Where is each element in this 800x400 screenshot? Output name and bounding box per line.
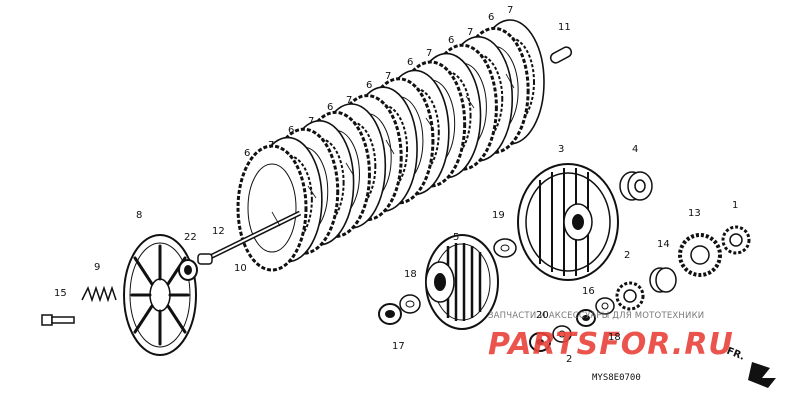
washer-18-right (595, 297, 615, 315)
callout-18: 18 (608, 332, 621, 343)
leader-line (505, 73, 515, 89)
callout-6: 6 (327, 102, 333, 113)
leader-lines (271, 73, 515, 227)
callout-7: 7 (268, 140, 274, 151)
fr-arrow-icon (748, 362, 776, 388)
clutch-outer-housing (517, 163, 619, 281)
leader-line (425, 117, 435, 131)
callout-22: 22 (184, 232, 197, 243)
clutch-center (425, 234, 499, 330)
callout-10: 10 (234, 263, 247, 274)
callout-7: 7 (308, 116, 314, 127)
callout-1: 1 (732, 200, 738, 211)
callout-2: 2 (624, 250, 630, 261)
gear-1 (721, 225, 751, 255)
gear-13 (678, 233, 722, 277)
washer-2-lower (552, 325, 572, 343)
callout-2: 2 (566, 354, 572, 365)
watermark-tagline: ЗАПЧАСТИ И АКСЕССУАРЫ ДЛЯ МОТОТЕХНИКИ (488, 311, 704, 321)
washer-18-left (399, 294, 421, 314)
callout-9: 9 (94, 262, 100, 273)
callout-16: 16 (582, 286, 595, 297)
callout-6: 6 (488, 12, 494, 23)
lifter-rod (198, 210, 302, 265)
callout-12: 12 (212, 226, 225, 237)
clutch-collar (619, 171, 653, 201)
callout-5: 5 (453, 232, 459, 243)
diagram-code: MYS8E0700 (592, 373, 641, 383)
callout-6: 6 (407, 57, 413, 68)
callout-7: 7 (507, 5, 513, 16)
leader-line (465, 95, 475, 109)
washer-19 (493, 238, 517, 258)
callout-13: 13 (688, 208, 701, 219)
callout-15: 15 (54, 288, 67, 299)
front-direction-indicator: FR. (725, 346, 776, 388)
pressure-plate (123, 234, 197, 356)
callout-18: 18 (404, 269, 417, 280)
release-bearing (178, 259, 198, 281)
callout-6: 6 (244, 148, 250, 159)
callout-20: 20 (536, 310, 549, 321)
callout-6: 6 (288, 125, 294, 136)
callout-11: 11 (558, 22, 571, 33)
clutch-bolt (41, 314, 75, 326)
leader-line (307, 185, 317, 199)
callout-7: 7 (385, 71, 391, 82)
callout-4: 4 (632, 144, 638, 155)
callout-6: 6 (366, 80, 372, 91)
clutch-plate-stack (236, 19, 545, 272)
gear-2-upper (615, 281, 645, 311)
bearing-16 (576, 309, 596, 327)
nut-17 (378, 303, 402, 325)
watermark: ЗАПЧАСТИ И АКСЕССУАРЫ ДЛЯ МОТОТЕХНИКИ PA… (488, 311, 734, 362)
friction-disk (236, 144, 308, 272)
washer-20 (529, 332, 551, 352)
leader-line (345, 162, 355, 177)
callout-7: 7 (346, 95, 352, 106)
callout-14: 14 (657, 239, 670, 250)
leader-line (271, 211, 281, 227)
callout-7: 7 (426, 48, 432, 59)
callout-3: 3 (558, 144, 564, 155)
bushing-14 (649, 267, 677, 293)
callout-19: 19 (492, 210, 505, 221)
callout-8: 8 (136, 210, 142, 221)
watermark-logo: PARTSFOR.RU (488, 327, 734, 362)
callout-6: 6 (448, 35, 454, 46)
callout-7: 7 (467, 27, 473, 38)
lifter-piece (197, 253, 213, 265)
leader-line (385, 139, 395, 155)
callout-17: 17 (392, 341, 405, 352)
dowel-pin (549, 46, 573, 64)
clutch-spring (81, 285, 117, 303)
